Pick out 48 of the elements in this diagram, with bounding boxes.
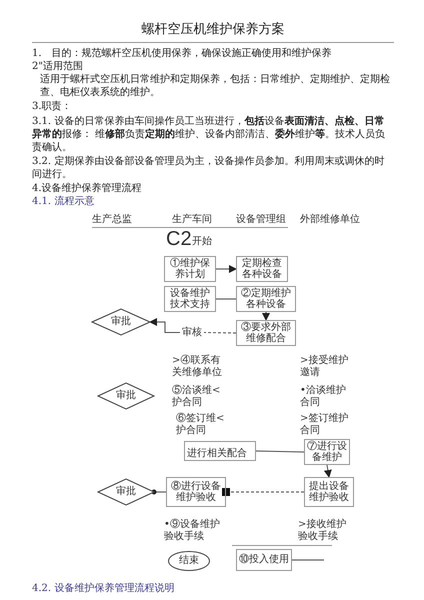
- end-ellipse: 结束: [168, 551, 210, 571]
- column-header: 外部维修单位: [300, 214, 360, 226]
- decision-diamond: 审批: [98, 383, 154, 409]
- step-text: ⑤洽谈维<护合同: [172, 385, 222, 408]
- paragraph: 3.2. 定期保养由设备部设备管理员为主，设备操作员参加。利用周末或调休的时间进行。: [32, 155, 386, 181]
- arrow: [324, 464, 332, 478]
- paragraph: 3.1. 设备的日常保养由车间操作员工当班进行，包括设备表面清洁、点检、日常异常的报修： 维修部负责定期的维护、设备内部清洁、委外维护等。技术人员负责确认。: [32, 115, 386, 154]
- column-header: 生产车间: [172, 214, 212, 226]
- process-box: ⑩投入使用: [236, 549, 292, 571]
- decision-diamond: 审批: [92, 309, 150, 335]
- column-header: 生产总监: [92, 214, 132, 226]
- step-text: •⑨设备维护验收手续: [164, 519, 221, 542]
- step-text: •洽谈维护合同: [300, 385, 347, 408]
- step-text: >接收维护验收手续: [298, 519, 348, 542]
- process-box: 定期检查各种设备: [236, 256, 288, 282]
- paragraph: 4.设备维护保养管理流程: [32, 182, 143, 195]
- connector-line: [216, 298, 236, 300]
- column-header: 设备管理组: [236, 214, 286, 226]
- arrow: [149, 318, 180, 333]
- process-box: ②定期维护各种设备: [236, 286, 296, 312]
- step-text: 开始: [192, 236, 212, 248]
- step-text: >④联系有关维修单位: [172, 355, 223, 378]
- process-box: 提出设备维护验收: [304, 477, 354, 507]
- section-heading: 4.1. 流程示意: [32, 195, 96, 208]
- connector-line: [222, 488, 304, 496]
- step-text: ⑥签订维<护合同: [176, 413, 226, 436]
- process-box: ⑧进行设备维护验收: [166, 477, 226, 507]
- step-text: 审核: [180, 326, 204, 339]
- paragraph: 适用于螺杆式空压机日常维护和定期保养，包括：日常维护、定期维护、定期检查、电柜仪表系统的维护。: [40, 73, 391, 99]
- decision-diamond: 审批: [98, 479, 154, 505]
- arrow: [262, 312, 270, 321]
- process-box: 进行相关配合: [184, 441, 256, 461]
- process-box: ⑦进行设备维护: [304, 439, 350, 465]
- connector-line: [152, 490, 166, 494]
- process-box: ①维护保养计划: [164, 256, 216, 282]
- paragraph: 2"适用范围: [32, 60, 84, 73]
- step-text: >签订维护合同: [300, 413, 350, 436]
- process-box: 设备维护技术支持: [164, 286, 216, 312]
- connector-line: [256, 450, 304, 452]
- section-heading: 4.2. 设备维护保养管理流程说明: [32, 582, 176, 595]
- process-box: ③要求外部维修配合: [236, 320, 296, 346]
- document-title: 螺杆空压机维护保养方案: [32, 20, 394, 43]
- paragraph: 1. 目的：规范螺杆空压机使用保养，确保设施正确使用和维护保养: [32, 47, 333, 60]
- paragraph: 3.职责：: [32, 100, 73, 113]
- arrow: [216, 265, 237, 273]
- step-text: >接受维护邀请: [300, 355, 350, 378]
- connector-line: [204, 332, 236, 334]
- start-code: C2: [166, 228, 192, 251]
